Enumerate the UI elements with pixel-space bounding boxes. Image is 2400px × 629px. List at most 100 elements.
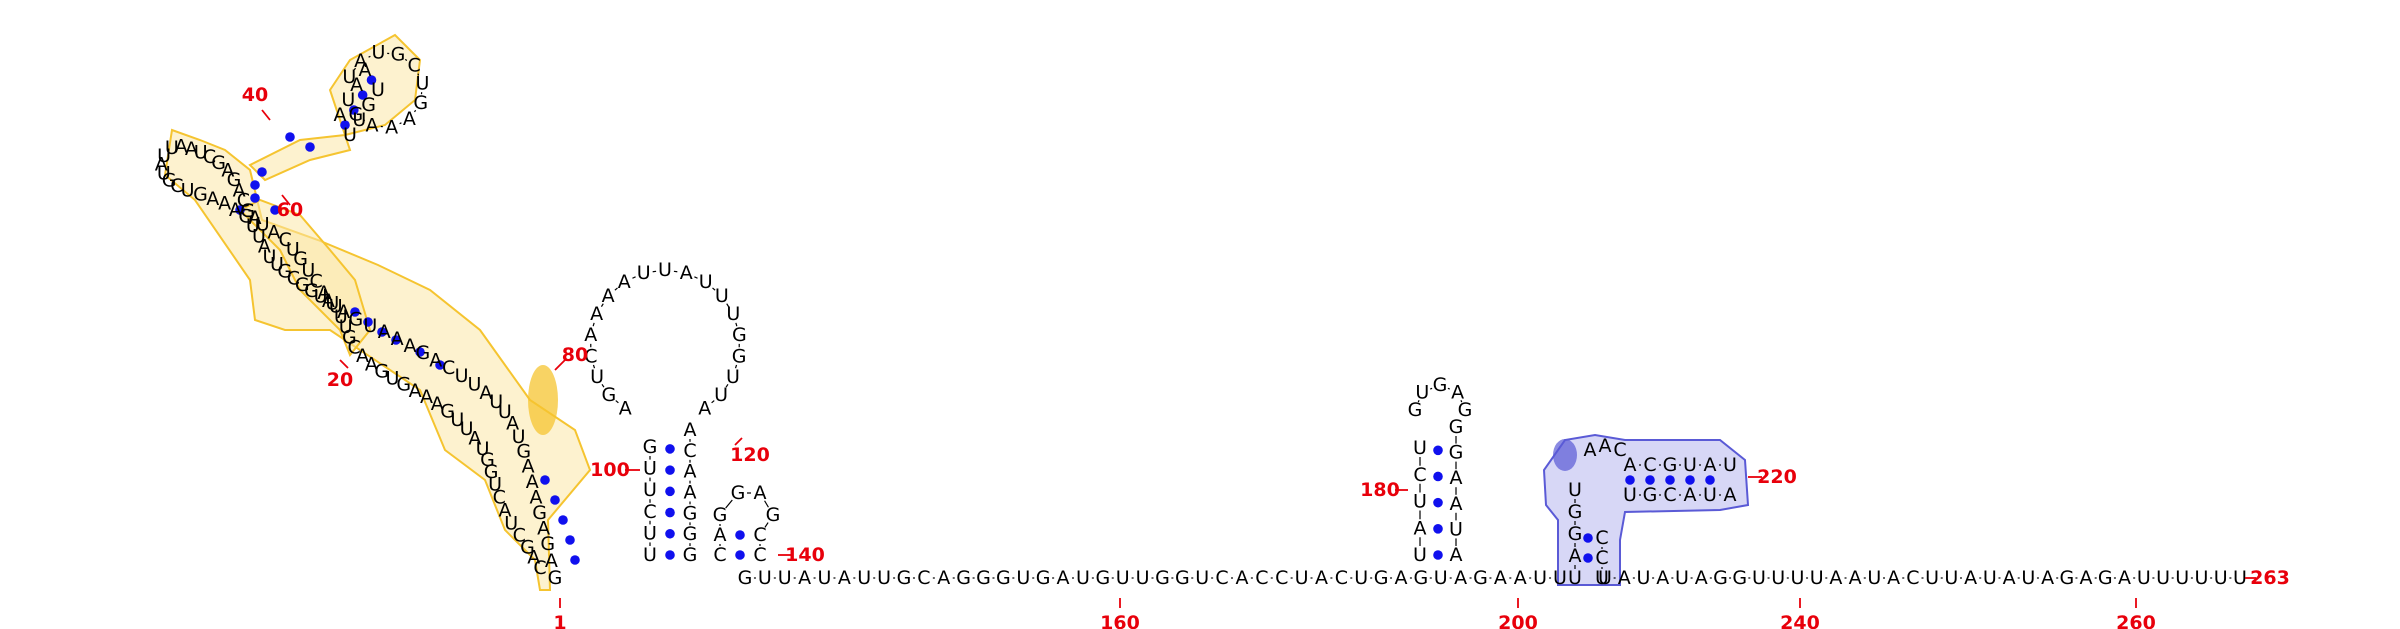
nucleotide: A	[619, 398, 632, 420]
nucleotide: G	[238, 205, 253, 227]
nucleotide: C	[1613, 439, 1626, 461]
nucleotide: U	[1413, 491, 1427, 513]
base-pair-dot	[665, 550, 675, 560]
nucleotide: A	[1724, 484, 1737, 506]
nucleotide: A	[1451, 381, 1464, 403]
nucleotide: U	[1449, 518, 1463, 540]
backbone-link	[712, 287, 716, 291]
nucleotide: G	[643, 436, 658, 458]
nucleotide: U	[2021, 567, 2035, 589]
nucleotide: U	[1413, 437, 1427, 459]
nucleotide: G	[1568, 501, 1583, 523]
nucleotide: U	[1983, 567, 1997, 589]
backbone-link	[404, 58, 408, 61]
nucleotide: G	[1458, 399, 1473, 421]
nucleotide: G	[211, 152, 226, 174]
nucleotide: G	[2098, 567, 2113, 589]
nucleotide: U	[1295, 567, 1309, 589]
nucleotide: A	[506, 413, 519, 435]
nucleotide: A	[1454, 567, 1467, 589]
base-pair-dot	[1583, 553, 1593, 563]
nucleotide: G	[1408, 399, 1423, 421]
nucleotide: A	[499, 500, 512, 522]
base-pair-dot	[735, 530, 745, 540]
base-pair-dot	[1433, 550, 1443, 560]
nucleotide: U	[246, 215, 260, 237]
nucleotide: A	[378, 321, 391, 343]
base-pair-dot	[363, 317, 373, 327]
backbone-link	[592, 322, 595, 327]
nucleotide: U	[301, 259, 315, 281]
nucleotide: U	[339, 316, 353, 338]
nucleotide: G	[738, 567, 753, 589]
nucleotide: C	[170, 175, 183, 197]
nucleotide: A	[2080, 567, 2093, 589]
nucleotide: U	[512, 426, 526, 448]
nucleotide: G	[548, 567, 563, 589]
nucleotide: U	[488, 474, 502, 496]
position-tick	[261, 109, 271, 121]
nucleotide: C	[533, 557, 546, 579]
nucleotide: A	[1584, 439, 1597, 461]
nucleotide: A	[317, 282, 330, 304]
nucleotide: C	[1255, 567, 1268, 589]
position-label: 160	[1100, 612, 1140, 629]
nucleotide: G	[1473, 567, 1488, 589]
nucleotide: U	[450, 409, 464, 431]
nucleotide: U	[181, 179, 195, 201]
nucleotide: C	[203, 146, 216, 168]
position-label: 1	[553, 612, 566, 629]
base-pair-dot	[250, 180, 260, 190]
nucleotide: G	[342, 326, 357, 348]
nucleotide: A	[1394, 567, 1407, 589]
nucleotide: U	[1533, 567, 1547, 589]
nucleotide: C	[683, 440, 696, 462]
nucleotide: A	[155, 153, 168, 175]
nucleotide: U	[157, 163, 171, 185]
nucleotide: U	[1354, 567, 1368, 589]
nucleotide: A	[185, 138, 198, 160]
nucleotide: A	[2041, 567, 2054, 589]
nucleotide: U	[1867, 567, 1881, 589]
backbone-link	[414, 109, 417, 113]
nucleotide: C	[407, 55, 420, 77]
nucleotide: A	[527, 547, 540, 569]
nucleotide: G	[1568, 523, 1583, 545]
nucleotide: G	[540, 533, 555, 555]
nucleotide: A	[468, 428, 481, 450]
nucleotide: G	[2059, 567, 2074, 589]
nucleotide: A	[404, 335, 417, 357]
nucleotide: C	[348, 336, 361, 358]
base-pair-dot	[665, 528, 675, 539]
nucleotide: U	[1553, 567, 1567, 589]
nucleotide: U	[460, 418, 474, 440]
nucleotide: A	[431, 393, 444, 415]
nucleotide: U	[256, 214, 270, 236]
nucleotide: U	[286, 238, 300, 260]
nucleotide: G	[227, 169, 242, 191]
nucleotide: G	[162, 170, 177, 192]
backbone-link	[362, 119, 366, 122]
nucleotide: A	[354, 50, 367, 72]
nucleotide: G	[480, 449, 495, 471]
nucleotide: G	[277, 261, 292, 283]
nucleotide: U	[371, 79, 385, 101]
nucleotide: U	[468, 373, 482, 395]
nucleotide: G	[683, 502, 698, 524]
nucleotide: A	[1704, 454, 1717, 476]
nucleotide: U	[1810, 567, 1824, 589]
nucleotide: A	[267, 221, 280, 243]
nucleotide: A	[1849, 567, 1862, 589]
nucleotide: A	[1057, 567, 1070, 589]
nucleotide: G	[1663, 454, 1678, 476]
nucleotide: G	[732, 324, 747, 346]
backbone-link	[725, 499, 733, 509]
backbone-link	[615, 400, 619, 404]
nucleotide: A	[798, 567, 811, 589]
nucleotide: U	[1703, 484, 1717, 506]
nucleotide: U	[1136, 567, 1150, 589]
base-pair-dot	[665, 465, 675, 475]
nucleotide: G	[1732, 567, 1747, 589]
nucleotide: G	[484, 461, 499, 483]
